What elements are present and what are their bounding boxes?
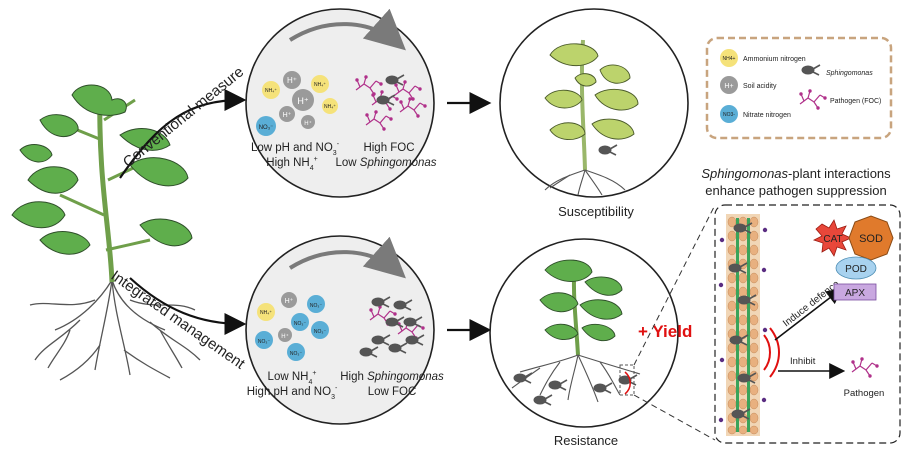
resistant-plant-circle	[489, 238, 679, 428]
legend-sphingomonas: Sphingomonas	[801, 64, 873, 77]
pod-enzyme: POD	[835, 256, 877, 280]
cat-enzyme: CAT	[812, 219, 852, 257]
susceptibility-label: Susceptibility	[558, 204, 634, 219]
bottom-left-line1: Low NH4+	[268, 370, 317, 386]
svg-text:H+: H+	[724, 83, 733, 90]
svg-text:NH₄⁺: NH₄⁺	[265, 88, 277, 94]
svg-text:NH₄⁺: NH₄⁺	[314, 82, 326, 88]
acidity-ion: H⁺	[283, 71, 301, 89]
svg-text:Soil acidity: Soil acidity	[743, 83, 777, 90]
svg-text:NO₃⁻: NO₃⁻	[290, 351, 303, 357]
induce-arrow	[774, 288, 843, 341]
acidity-ion: H⁺	[281, 292, 297, 308]
acidity-ion: H⁺	[278, 328, 292, 342]
top-right-line2: Low Sphingomonas	[335, 157, 436, 169]
nitrate-ion: NO₃⁻	[255, 331, 273, 349]
pathogen-label: Pathogen	[844, 388, 885, 399]
ammonium-ion: NH₄⁺	[322, 98, 338, 114]
svg-text:H⁺: H⁺	[297, 96, 308, 106]
legend-box: NH4+ Ammonium nitrogen H+ Soil acidity N…	[705, 36, 893, 140]
svg-text:CAT: CAT	[823, 234, 842, 245]
interaction-title-line2: enhance pathogen suppression	[705, 183, 886, 198]
svg-text:NO3-: NO3-	[723, 112, 735, 118]
nitrate-ion: NO₃⁻	[307, 295, 325, 313]
acidity-ion: H⁺	[292, 89, 314, 111]
zoom-box	[619, 364, 635, 396]
legend-acidity: H+ Soil acidity	[720, 76, 777, 94]
yield-label: + Yield	[638, 322, 692, 341]
bottom-right-line1: High Sphingomonas	[340, 371, 444, 383]
inhibit-label: Inhibit	[790, 356, 816, 367]
left-plant-leaves	[11, 84, 193, 255]
svg-text:Ammonium nitrogen: Ammonium nitrogen	[743, 56, 806, 63]
bottom-right-line2: Low FOC	[368, 386, 417, 398]
susceptible-plant-circle	[499, 8, 689, 198]
svg-text:NO₃⁻: NO₃⁻	[259, 125, 274, 131]
ammonium-ion: NH₄⁺	[311, 75, 329, 93]
conventional-label: Conventional measure	[120, 63, 247, 171]
acidity-ion: H⁺	[301, 115, 315, 129]
nitrate-ion: NO₃⁻	[287, 343, 305, 361]
left-plant-stem	[97, 89, 115, 283]
svg-text:APX: APX	[845, 288, 865, 299]
susceptible-roots	[544, 169, 626, 196]
integrated-arrow	[129, 277, 247, 335]
svg-text:NH4+: NH4+	[723, 56, 736, 62]
sod-enzyme: SOD	[848, 215, 894, 261]
signal-arcs	[763, 327, 780, 378]
conventional-arrow	[119, 89, 247, 179]
ammonium-ion: NH₄⁺	[257, 303, 275, 321]
svg-text:NH₄⁺: NH₄⁺	[324, 104, 336, 110]
interaction-title-line1: Sphingomonas-plant interactions	[701, 166, 891, 181]
top-left-line1: Low pH and NO3-	[251, 141, 340, 157]
ammonium-ion: NH₄⁺	[262, 81, 280, 99]
legend-ammonium: NH4+ Ammonium nitrogen	[720, 49, 806, 67]
svg-text:Sphingomonas: Sphingomonas	[826, 70, 873, 77]
svg-text:NO₃⁻: NO₃⁻	[258, 339, 271, 345]
apx-enzyme: APX	[833, 283, 877, 301]
legend-pathogen: Pathogen (FOC)	[799, 89, 881, 110]
svg-text:H⁺: H⁺	[285, 298, 294, 305]
top-right-line1: High FOC	[363, 142, 414, 154]
svg-text:Nitrate nitrogen: Nitrate nitrogen	[743, 112, 791, 119]
top-left-line2: High NH4+	[266, 156, 317, 172]
nitrate-ion: NO₃⁻	[291, 313, 309, 331]
bottom-left-line2: High pH and NO3-	[247, 385, 338, 401]
zoom-connector-bottom	[633, 394, 716, 441]
resistance-label: Resistance	[554, 433, 618, 448]
yellowed-leaves	[544, 43, 639, 140]
svg-text:H⁺: H⁺	[281, 333, 289, 340]
svg-text:NH₄⁺: NH₄⁺	[260, 310, 272, 316]
svg-text:POD: POD	[845, 264, 867, 275]
svg-text:NO₃⁻: NO₃⁻	[294, 321, 307, 327]
bottom-soil-circle: H⁺ H⁺ NH₄⁺ NO₃⁻ NO₃⁻ NO₃⁻ NO₃⁻ NO₃⁻	[245, 235, 435, 425]
integrated-label: Integrated management	[108, 267, 249, 373]
nitrate-ion: NO₃⁻	[256, 116, 276, 136]
svg-text:SOD: SOD	[859, 233, 883, 245]
legend-nitrate: NO3- Nitrate nitrogen	[720, 105, 791, 123]
svg-text:H⁺: H⁺	[283, 112, 292, 119]
acidity-ion: H⁺	[279, 106, 295, 122]
left-plant	[11, 84, 201, 381]
svg-text:Pathogen (FOC): Pathogen (FOC)	[830, 98, 881, 105]
svg-text:H⁺: H⁺	[304, 120, 312, 127]
svg-text:NO₃⁻: NO₃⁻	[314, 329, 327, 335]
svg-text:NO₃⁻: NO₃⁻	[310, 303, 323, 309]
resistant-roots	[511, 354, 641, 403]
nitrate-ion: NO₃⁻	[311, 321, 329, 339]
top-soil-circle: NH₄⁺ NH₄⁺ NH₄⁺ H⁺ H⁺ H⁺ H⁺ NO₃⁻	[245, 8, 435, 198]
healthy-leaves	[539, 259, 623, 342]
left-plant-roots	[29, 279, 201, 381]
root-zoom-panel: Induce defence Inhibit Pathogen CAT SOD …	[714, 204, 901, 444]
root-cell-strip	[718, 214, 768, 436]
svg-text:H⁺: H⁺	[287, 76, 297, 85]
